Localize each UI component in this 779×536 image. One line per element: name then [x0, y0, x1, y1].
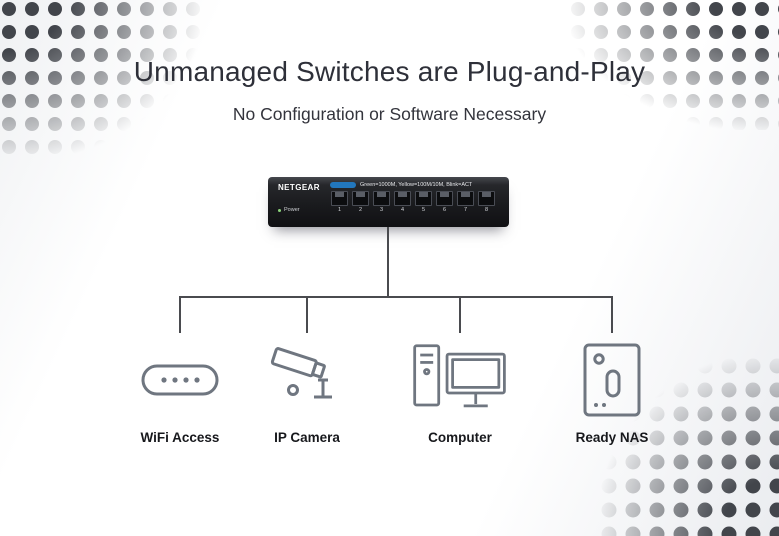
port-number: 8: [484, 207, 489, 213]
ethernet-port-hole: [352, 191, 369, 206]
switch-left-panel: NETGEAR Power: [268, 177, 324, 227]
device-wifi-access: WiFi Access: [115, 340, 245, 445]
port-number: 3: [379, 207, 384, 213]
drop-line-wifi: [179, 296, 181, 333]
device-ip-camera: IP Camera: [242, 340, 372, 445]
device-label: Computer: [428, 430, 492, 445]
ethernet-port: 4: [393, 191, 412, 213]
netgear-logo: NETGEAR: [278, 183, 320, 192]
ethernet-port-hole: [436, 191, 453, 206]
drop-line-computer: [459, 296, 461, 333]
device-label: WiFi Access: [140, 430, 220, 445]
ethernet-port: 3: [372, 191, 391, 213]
ethernet-port: 7: [456, 191, 475, 213]
ethernet-port: 1: [330, 191, 349, 213]
network-switch: NETGEAR Power Green=1000M, Yellow=100M/1…: [268, 177, 509, 227]
ethernet-port-hole: [373, 191, 390, 206]
drop-line-nas: [611, 296, 613, 333]
ethernet-port-hole: [331, 191, 348, 206]
wifi-access-point-icon: [141, 364, 219, 396]
port-number: 1: [337, 207, 342, 213]
ethernet-port-hole: [394, 191, 411, 206]
switch-legend: Green=1000M, Yellow=100M/10M, Blink=ACT: [324, 181, 501, 189]
port-row: 1 2 3 4 5 6 7 8: [324, 189, 501, 213]
power-led-icon: [278, 208, 281, 212]
page-subtitle: No Configuration or Software Necessary: [232, 104, 547, 124]
desktop-computer-icon: [413, 344, 506, 408]
port-number: 5: [421, 207, 426, 213]
model-badge: [330, 182, 356, 188]
drop-line-camera: [306, 296, 308, 333]
port-number: 4: [400, 207, 405, 213]
port-number: 2: [358, 207, 363, 213]
ethernet-port: 6: [435, 191, 454, 213]
switch-port-panel: Green=1000M, Yellow=100M/10M, Blink=ACT …: [324, 177, 509, 227]
bus-line: [179, 296, 612, 298]
ethernet-port-hole: [415, 191, 432, 206]
page-title: Unmanaged Switches are Plug-and-Play: [133, 56, 646, 87]
led-legend-text: Green=1000M, Yellow=100M/10M, Blink=ACT: [360, 182, 473, 188]
ethernet-port-hole: [457, 191, 474, 206]
ethernet-port: 5: [414, 191, 433, 213]
ip-camera-icon: [270, 347, 332, 399]
device-label: IP Camera: [274, 430, 340, 445]
ethernet-port: 8: [477, 191, 496, 213]
port-number: 6: [442, 207, 447, 213]
nas-icon: [583, 343, 641, 417]
device-computer: Computer: [395, 340, 525, 445]
ethernet-port-hole: [478, 191, 495, 206]
device-label: Ready NAS: [575, 430, 649, 445]
power-label: Power: [284, 207, 300, 213]
device-ready-nas: Ready NAS: [547, 340, 677, 445]
port-number: 7: [463, 207, 468, 213]
uplink-line: [387, 227, 389, 296]
power-indicator: Power: [278, 207, 324, 213]
ethernet-port: 2: [351, 191, 370, 213]
